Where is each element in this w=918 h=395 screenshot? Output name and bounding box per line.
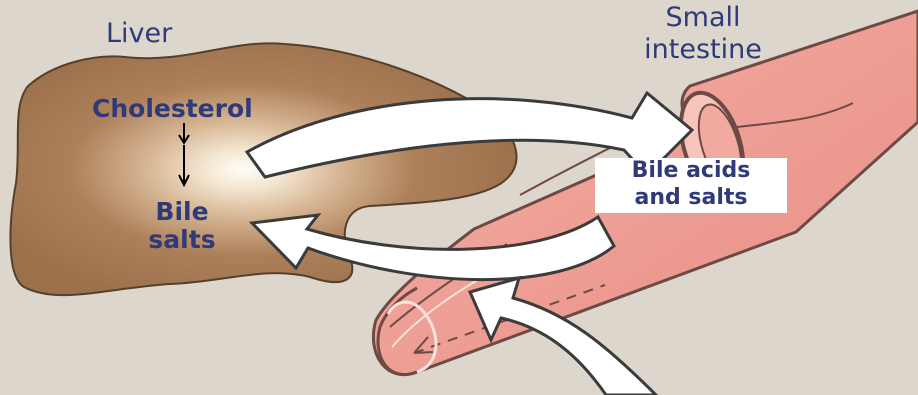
small-intestine-label-line-2: intestine — [612, 34, 794, 66]
small-intestine-label: Small intestine — [612, 2, 794, 66]
cholesterol-label: Cholesterol — [92, 95, 253, 123]
small-intestine-label-line-1: Small — [612, 2, 794, 34]
bile-salts-label-line-2: salts — [128, 226, 236, 254]
bile-salts-label: Bile salts — [128, 198, 236, 254]
bile-acids-label-line-1: Bile acids — [595, 157, 787, 184]
bile-acids-label-line-2: and salts — [595, 184, 787, 211]
liver-label: Liver — [106, 18, 172, 50]
bile-acids-and-salts-label: Bile acids and salts — [595, 157, 787, 211]
bile-salts-label-line-1: Bile — [128, 198, 236, 226]
